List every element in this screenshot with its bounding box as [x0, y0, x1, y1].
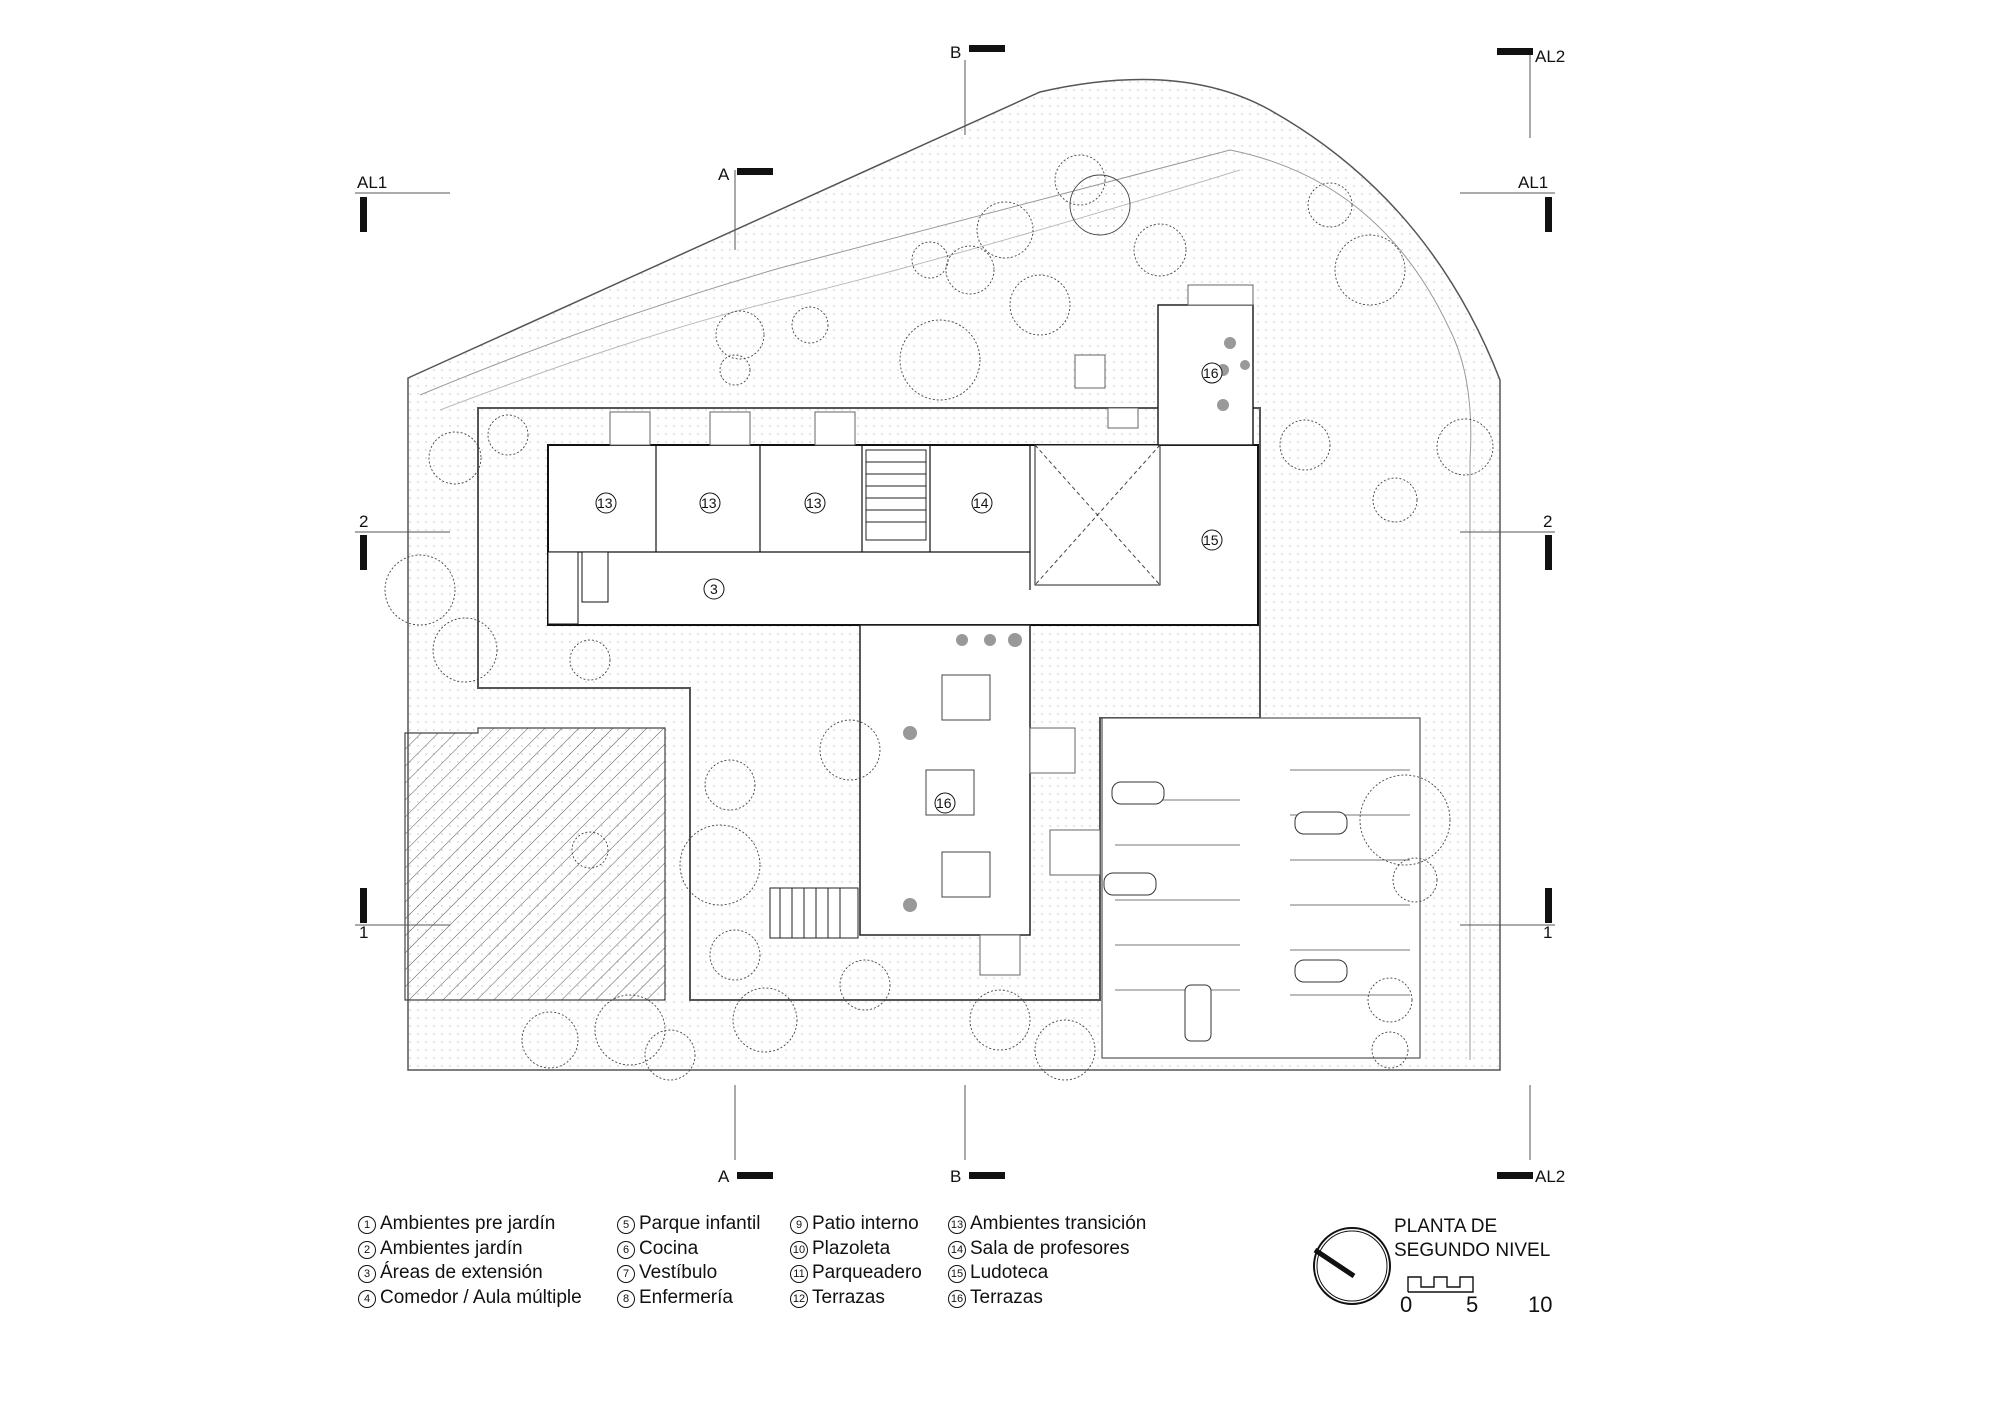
car-icon: [1103, 872, 1157, 896]
drawing-title-line-2: SEGUNDO NIVEL: [1394, 1240, 1551, 1261]
room-number-15: 15: [1203, 532, 1219, 548]
room-number-16-upper: 16: [1203, 365, 1219, 381]
drawing-title-line-1: PLANTA DE: [1394, 1216, 1498, 1237]
terrace-play-elements: [903, 337, 1250, 912]
north-arrow-icon: [1313, 1227, 1391, 1305]
ground-elements: [609, 284, 1254, 976]
section-mark-al2-top: AL2: [1535, 47, 1565, 66]
room-number-13-c: 13: [806, 495, 822, 511]
tree-icon: [384, 154, 1494, 1081]
section-mark-b-top: B: [950, 43, 961, 62]
scale-bar: [1407, 1276, 1474, 1293]
section-mark-1-right: 1: [1543, 923, 1552, 942]
stair-icon: [769, 887, 859, 939]
stair-icon: [865, 449, 927, 541]
section-lines: [355, 55, 1555, 1160]
parking-area: [1101, 717, 1421, 1059]
room-number-13-a: 13: [597, 495, 613, 511]
room-number-3: 3: [710, 581, 718, 597]
room-number-tags: [595, 362, 1223, 814]
section-mark-2-right: 2: [1543, 512, 1552, 531]
scale-number-10: 10: [1528, 1292, 1553, 1317]
section-mark-al1-right: AL1: [1518, 173, 1548, 192]
section-mark-a-top: A: [718, 165, 730, 184]
section-mark-al1-left: AL1: [357, 173, 387, 192]
section-mark-bars: [360, 45, 1552, 1179]
hatched-building: [404, 727, 666, 1001]
room-number-13-b: 13: [701, 495, 717, 511]
inner-path-line: [419, 149, 1472, 1060]
terrace-lower: [859, 624, 1031, 936]
section-mark-a-bottom: A: [718, 1167, 730, 1186]
ground-floor-outline: [477, 407, 1261, 1001]
scale-number-0: 0: [1400, 1292, 1413, 1317]
scale-number-5: 5: [1466, 1292, 1479, 1317]
section-mark-b-bottom: B: [950, 1167, 961, 1186]
section-mark-al2-bottom: AL2: [1535, 1167, 1565, 1186]
section-mark-1-left: 1: [359, 923, 368, 942]
room-number-14: 14: [973, 495, 989, 511]
car-icon: [1294, 959, 1348, 983]
section-mark-2-left: 2: [359, 512, 368, 531]
car-icon: [1294, 811, 1348, 835]
room-number-16-lower: 16: [936, 795, 952, 811]
drawing-title: PLANTA DE SEGUNDO NIVEL: [1394, 1215, 1550, 1263]
car-icon: [1184, 984, 1212, 1042]
car-icon: [1111, 781, 1165, 805]
